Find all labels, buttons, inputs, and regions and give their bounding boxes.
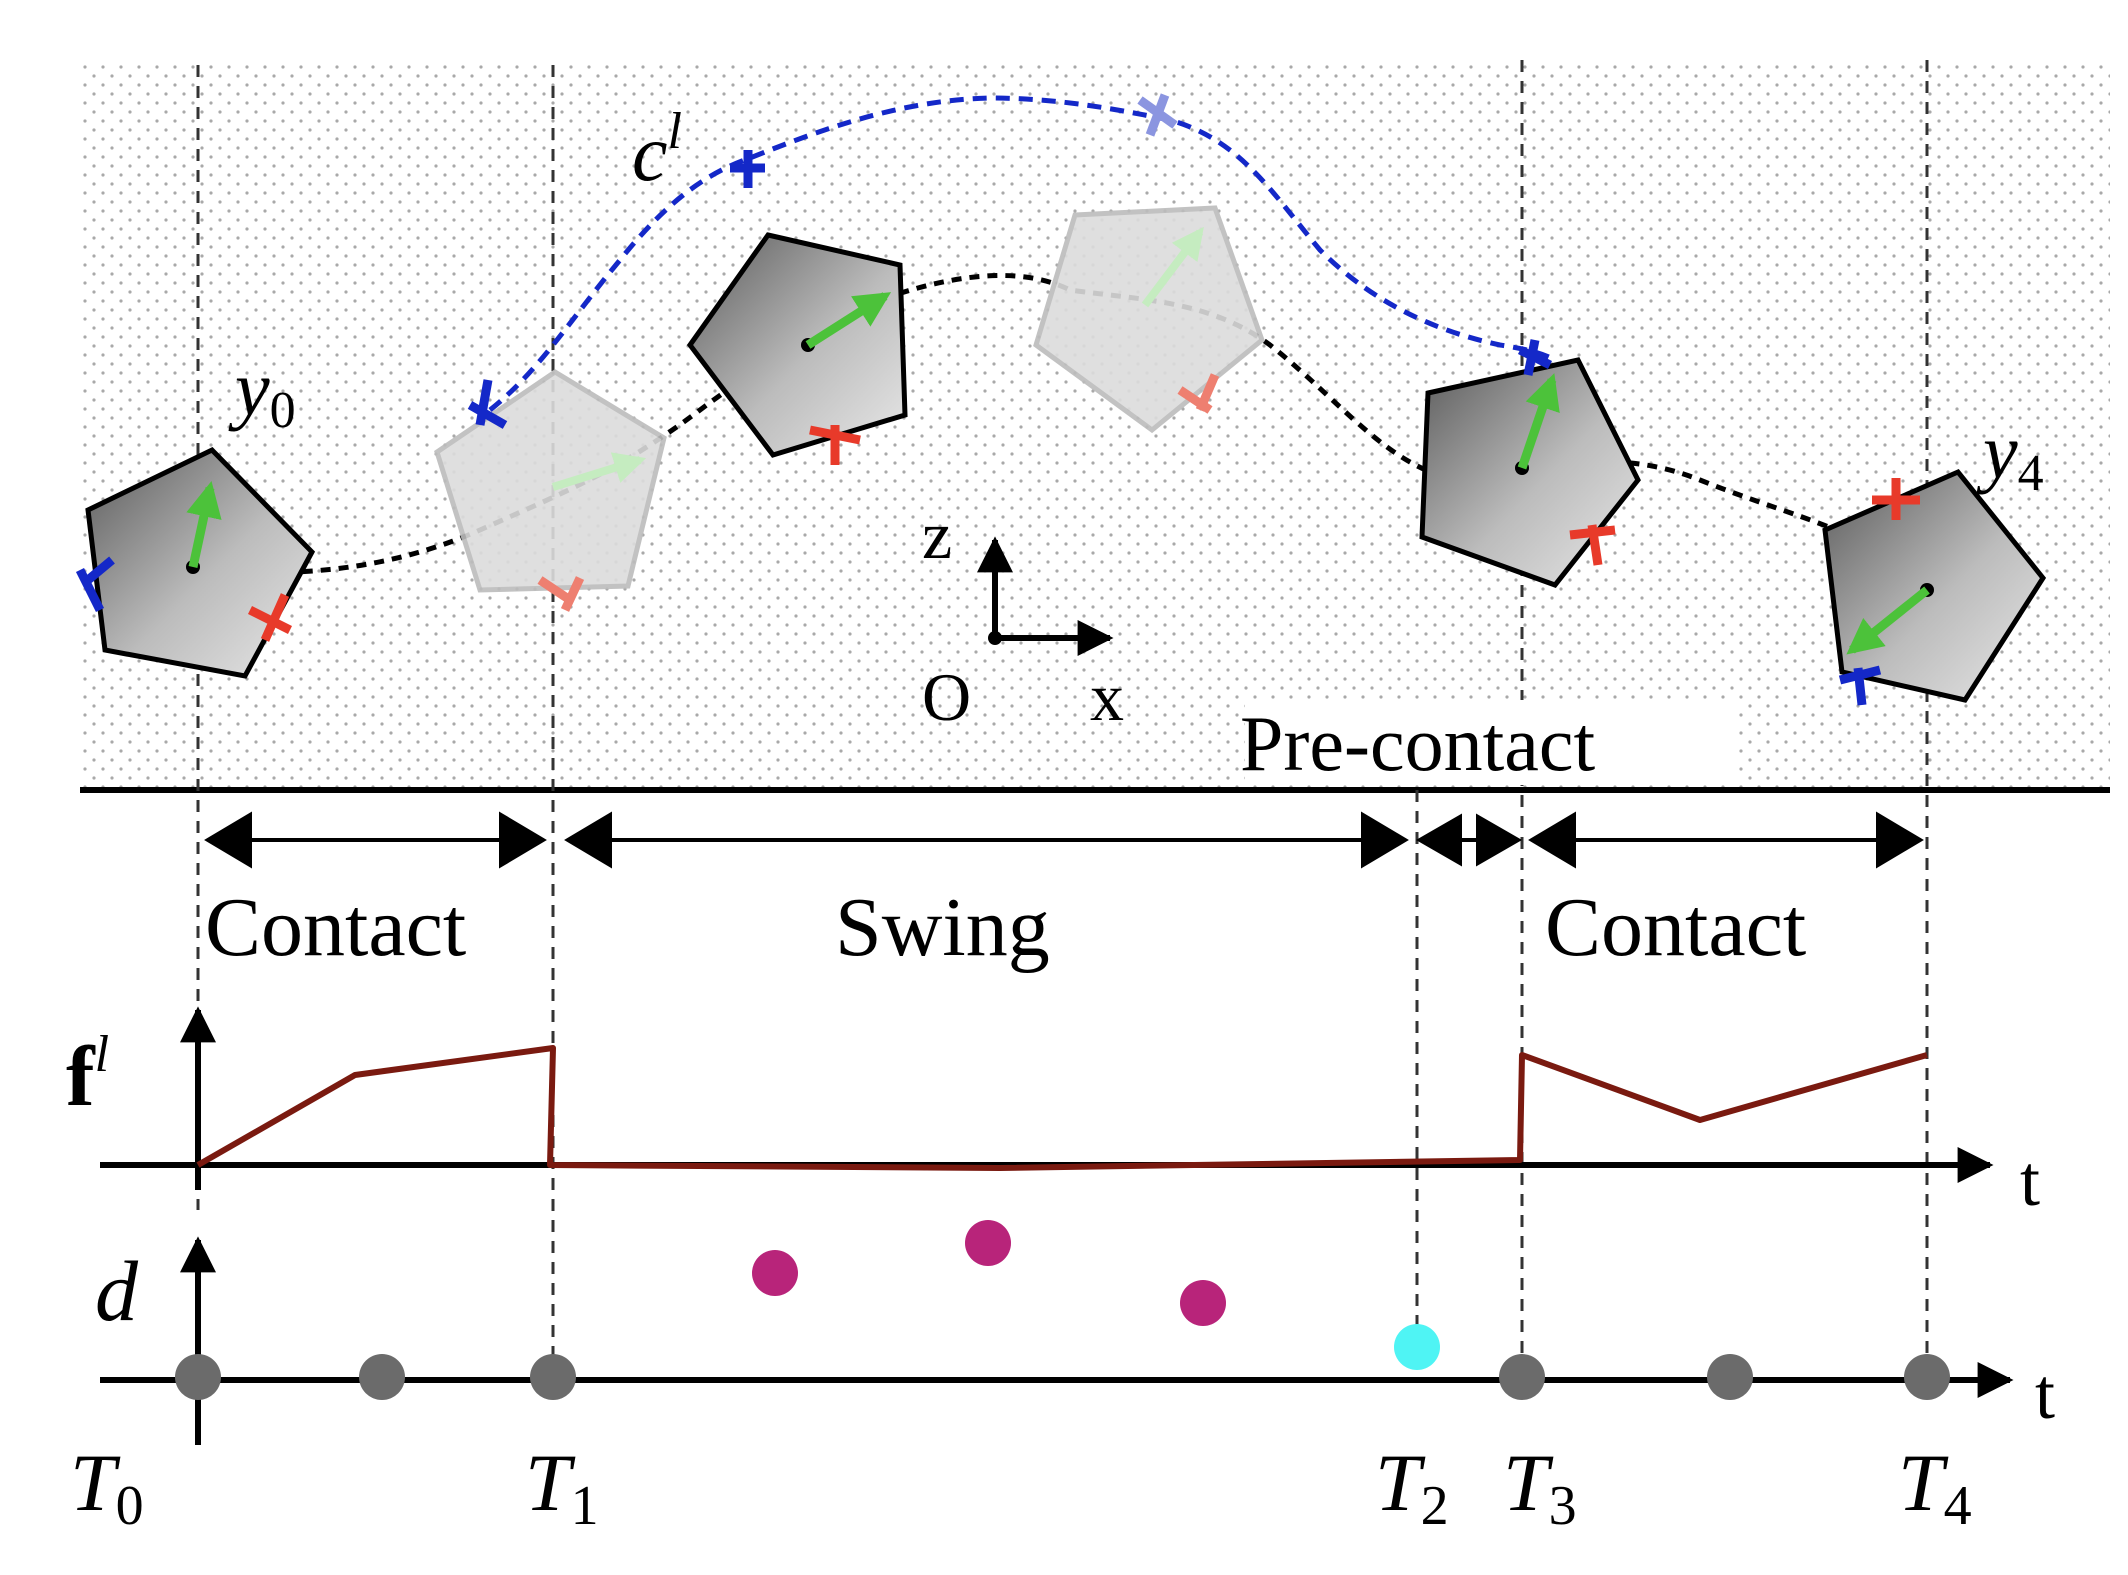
contact-dot bbox=[175, 1354, 221, 1400]
label-T4: T4 bbox=[1898, 1437, 1972, 1537]
contact-dot bbox=[530, 1354, 576, 1400]
label-origin: O bbox=[922, 659, 971, 735]
label-contact-left: Contact bbox=[205, 881, 466, 974]
swing-dot bbox=[965, 1220, 1011, 1266]
label-t-d: t bbox=[2035, 1354, 2055, 1434]
force-plot-axes bbox=[100, 1006, 1994, 1190]
label-force: fl bbox=[66, 1026, 109, 1124]
contact-dot bbox=[1707, 1354, 1753, 1400]
phase-arrows bbox=[204, 811, 1924, 869]
dotted-workspace-background bbox=[80, 60, 2110, 790]
label-y4: y4 bbox=[1976, 408, 2044, 502]
swing-dot bbox=[752, 1250, 798, 1296]
pre-contact-dot bbox=[1394, 1324, 1440, 1370]
label-d: d bbox=[95, 1243, 139, 1339]
label-T0: T0 bbox=[70, 1437, 144, 1537]
pentagon-y4 bbox=[1822, 468, 2047, 706]
label-t-force: t bbox=[2020, 1141, 2040, 1221]
decision-variable-dots bbox=[175, 1220, 1950, 1400]
contact-marker-faded bbox=[1137, 93, 1178, 137]
label-T3: T3 bbox=[1503, 1437, 1577, 1537]
d-plot-axes bbox=[100, 1236, 2014, 1445]
label-axis-z: z bbox=[922, 497, 952, 573]
label-contact-right: Contact bbox=[1545, 881, 1806, 974]
label-axis-x: x bbox=[1090, 659, 1124, 735]
contact-dot bbox=[1499, 1354, 1545, 1400]
pre-contact-backing bbox=[1245, 700, 1735, 785]
label-cl: cl bbox=[632, 103, 682, 198]
label-pre-contact: Pre-contact bbox=[1240, 700, 1595, 787]
label-swing: Swing bbox=[835, 881, 1050, 974]
coordinate-frame bbox=[977, 536, 1114, 656]
ghost-pentagon-1 bbox=[434, 369, 667, 612]
pentagon-swing bbox=[686, 150, 908, 465]
contact-dot bbox=[1904, 1354, 1950, 1400]
label-y0: y0 bbox=[228, 345, 296, 439]
contact-dot bbox=[359, 1354, 405, 1400]
swing-dot bbox=[1180, 1280, 1226, 1326]
label-T1: T1 bbox=[525, 1437, 599, 1537]
ghost-pentagon-2 bbox=[1033, 205, 1265, 434]
pentagon-y0 bbox=[75, 446, 316, 679]
label-T2: T2 bbox=[1375, 1437, 1449, 1537]
pentagon-contact bbox=[1419, 339, 1641, 588]
contact-marker-T1 bbox=[467, 379, 508, 429]
force-profile-line bbox=[196, 1045, 1928, 1171]
